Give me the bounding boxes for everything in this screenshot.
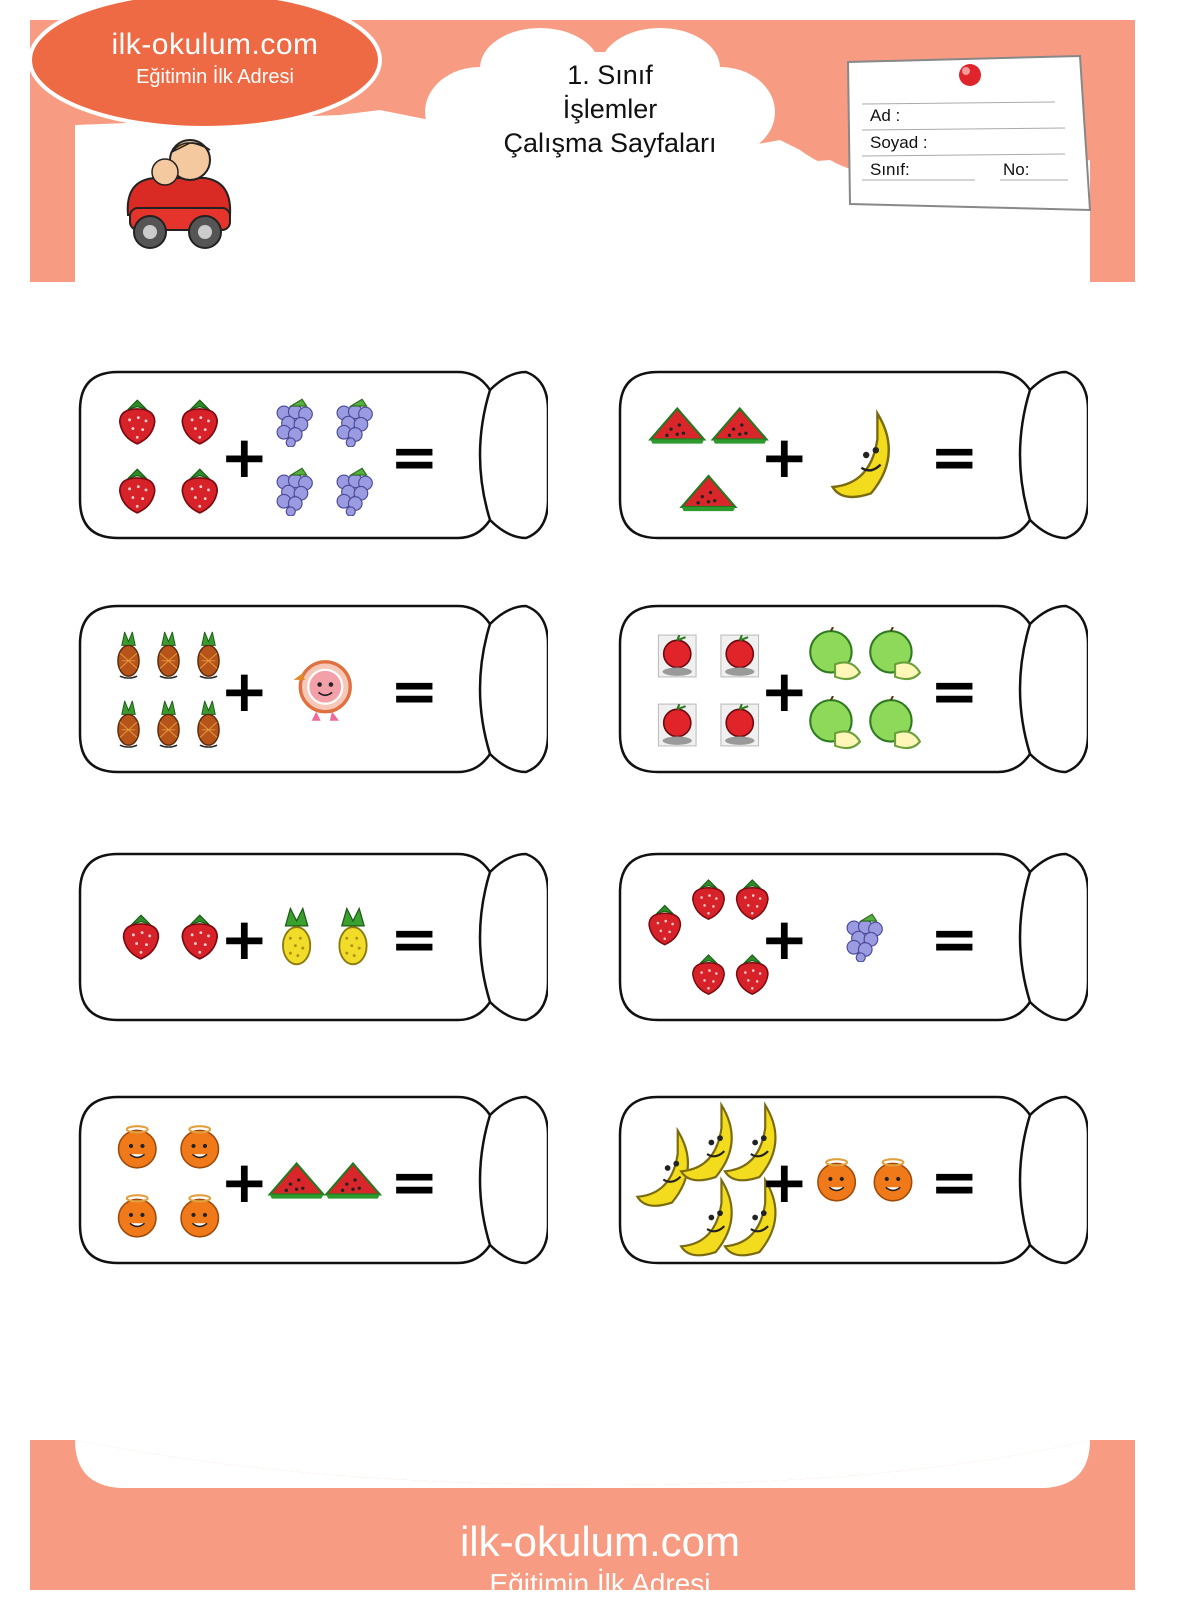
equals-sign: = — [930, 423, 979, 491]
answer-box[interactable] — [963, 872, 1078, 1002]
answer-box[interactable] — [423, 624, 538, 754]
answer-box[interactable] — [963, 1115, 1078, 1245]
answer-box[interactable] — [423, 1115, 538, 1245]
footer-banner — [30, 1440, 1135, 1590]
problem-card-3: += — [78, 604, 548, 774]
problem-card-7: += — [78, 1095, 548, 1265]
answer-box[interactable] — [963, 390, 1078, 520]
plus-sign: + — [220, 657, 269, 725]
worksheet-title: 1. Sınıf İşlemler Çalışma Sayfaları — [440, 58, 780, 160]
car-driver-illustration — [126, 139, 232, 249]
answer-box[interactable] — [423, 390, 538, 520]
equals-sign: = — [930, 1148, 979, 1216]
plus-sign: + — [760, 1148, 809, 1216]
title-line-3: Çalışma Sayfaları — [503, 128, 717, 158]
problem-card-8: += — [618, 1095, 1088, 1265]
equals-sign: = — [930, 905, 979, 973]
student-info-form: Ad : Soyad : Sınıf: No: — [870, 76, 1128, 216]
title-line-2: İşlemler — [562, 94, 658, 124]
logo-subtitle: Eğitimin İlk Adresi — [136, 66, 294, 88]
problem-card-1: += — [78, 370, 548, 540]
title-line-1: 1. Sınıf — [567, 60, 653, 90]
apple-red-icon — [719, 703, 760, 747]
logo-title: ilk-okulum.com — [111, 28, 319, 61]
equals-sign: = — [390, 657, 439, 725]
equals-sign: = — [930, 657, 979, 725]
apple-red-icon — [657, 703, 698, 747]
apple-red-icon — [719, 634, 760, 678]
problem-card-4: += — [618, 604, 1088, 774]
header-banner — [28, 0, 1135, 282]
class-label: Sınıf: — [870, 160, 910, 179]
answer-box[interactable] — [963, 624, 1078, 754]
plus-sign: + — [760, 657, 809, 725]
problem-card-6: += — [618, 852, 1088, 1022]
number-label: No: — [1003, 160, 1030, 179]
plus-sign: + — [220, 1148, 269, 1216]
plus-sign: + — [760, 423, 809, 491]
equals-sign: = — [390, 905, 439, 973]
footer-slogan: Eğitimin İlk Adresi — [489, 1568, 711, 1599]
equals-sign: = — [390, 1148, 439, 1216]
plus-sign: + — [220, 905, 269, 973]
surname-label: Soyad : — [870, 133, 928, 152]
problem-card-5: += — [78, 852, 548, 1022]
equals-sign: = — [390, 423, 439, 491]
problem-card-2: += — [618, 370, 1088, 540]
name-label: Ad : — [870, 106, 901, 125]
apple-red-icon — [657, 634, 698, 678]
plus-sign: + — [220, 423, 269, 491]
plus-sign: + — [760, 905, 809, 973]
answer-box[interactable] — [423, 872, 538, 1002]
footer-site: ilk-okulum.com — [459, 1518, 741, 1565]
